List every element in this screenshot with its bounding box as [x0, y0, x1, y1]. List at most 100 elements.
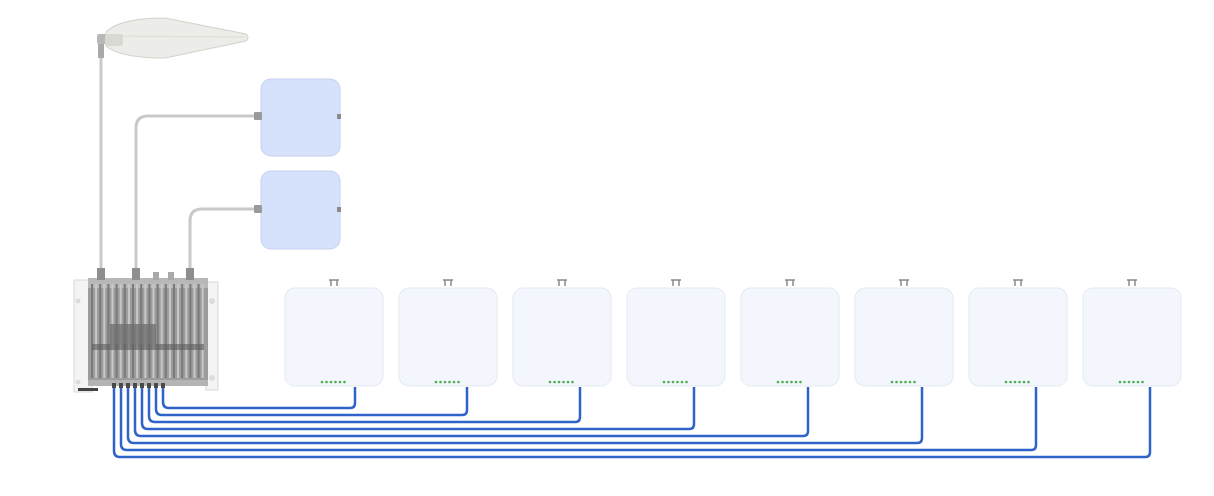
remote-units — [284, 279, 1182, 387]
remote-unit-antenna-connector — [671, 279, 681, 286]
status-led — [329, 380, 333, 384]
heatsink-fin — [99, 284, 102, 378]
status-led — [1123, 380, 1126, 384]
yagi-antenna-icon — [105, 17, 249, 59]
status-leds — [434, 380, 460, 384]
donor-antenna — [97, 17, 249, 59]
fiber-cable-7 — [119, 386, 1038, 452]
heatsink-fin — [177, 284, 180, 378]
remote-unit-4 — [626, 279, 726, 387]
panel-antenna-1 — [254, 78, 341, 157]
status-leds — [776, 380, 802, 384]
status-led — [1118, 380, 1122, 384]
status-led — [676, 380, 679, 384]
heatsink-fin — [189, 284, 192, 378]
remote-unit-body — [512, 287, 612, 387]
fiber-port — [154, 383, 158, 388]
status-leds — [1118, 380, 1144, 384]
booster-unit — [73, 268, 219, 393]
booster-port-donor — [97, 268, 105, 280]
status-led — [320, 380, 324, 384]
status-led — [553, 380, 556, 384]
status-led — [790, 380, 793, 384]
booster-port-panel-1 — [132, 268, 140, 280]
remote-unit-body — [740, 287, 840, 387]
remote-unit-antenna-connector — [1127, 279, 1137, 286]
heatsink-fin — [91, 284, 93, 378]
fiber-cable-8 — [112, 386, 1152, 459]
status-led — [325, 380, 328, 384]
status-led — [913, 380, 916, 384]
status-led — [452, 380, 456, 384]
remote-unit-body — [284, 287, 384, 387]
status-led — [562, 380, 565, 384]
fiber-cables — [112, 386, 1152, 459]
fiber-port — [140, 383, 144, 388]
panel-antenna-body — [260, 170, 341, 250]
status-led — [571, 380, 574, 384]
fiber-cable-3 — [147, 386, 582, 424]
status-led — [338, 380, 342, 384]
status-led — [434, 380, 438, 384]
status-led — [1018, 380, 1021, 384]
panel-antenna-connector — [254, 112, 262, 120]
remote-unit-body — [398, 287, 498, 387]
heatsink-fin — [156, 284, 159, 378]
fiber-port — [161, 383, 165, 388]
status-led — [1022, 380, 1026, 384]
heatsink-fin — [107, 284, 110, 378]
remote-unit-body — [1082, 287, 1182, 387]
status-led — [1141, 380, 1144, 384]
heatsink-fin — [197, 284, 200, 378]
status-leds — [1004, 380, 1030, 384]
panel-1-coax-cable — [134, 114, 257, 274]
status-led — [548, 380, 552, 384]
panel-antenna-body — [260, 78, 341, 157]
status-led — [685, 380, 688, 384]
status-led — [457, 380, 460, 384]
status-led — [895, 380, 898, 384]
booster-port-panel-2 — [186, 268, 194, 280]
status-led — [799, 380, 802, 384]
status-led — [776, 380, 780, 384]
status-led — [899, 380, 903, 384]
fiber-cable-6 — [126, 386, 924, 445]
fiber-cable-4 — [140, 386, 696, 431]
status-led — [439, 380, 442, 384]
remote-unit-antenna-connector — [557, 279, 567, 286]
status-led — [781, 380, 784, 384]
remote-unit-antenna-connector — [785, 279, 795, 286]
heatsink-fin — [168, 284, 171, 378]
status-led — [1004, 380, 1008, 384]
remote-unit-antenna-connector — [899, 279, 909, 286]
remote-unit-antenna-connector — [443, 279, 453, 286]
status-led — [343, 380, 346, 384]
remote-unit-2 — [398, 279, 498, 387]
remote-unit-5 — [740, 279, 840, 387]
remote-unit-antenna-connector — [1013, 279, 1023, 286]
heatsink-fin — [173, 284, 175, 378]
fiber-port — [112, 383, 116, 388]
fiber-port — [133, 383, 137, 388]
status-led — [443, 380, 447, 384]
panel-antenna-2 — [254, 170, 341, 250]
heatsink-fin — [193, 284, 196, 378]
remote-unit-6 — [854, 279, 954, 387]
status-led — [785, 380, 789, 384]
remote-unit-3 — [512, 279, 612, 387]
remote-unit-1 — [284, 279, 384, 387]
remote-unit-antenna-connector — [329, 279, 339, 286]
status-led — [448, 380, 451, 384]
heatsink-fin — [160, 284, 163, 378]
panel-2-coax-cable — [188, 207, 257, 274]
heatsink-fin — [185, 284, 188, 378]
booster-fiber-ports — [112, 383, 165, 388]
panel-antenna-connector — [254, 205, 262, 213]
status-leds — [890, 380, 916, 384]
remote-unit-body — [854, 287, 954, 387]
status-leds — [662, 380, 688, 384]
status-leds — [320, 380, 346, 384]
status-led — [557, 380, 561, 384]
status-led — [890, 380, 894, 384]
